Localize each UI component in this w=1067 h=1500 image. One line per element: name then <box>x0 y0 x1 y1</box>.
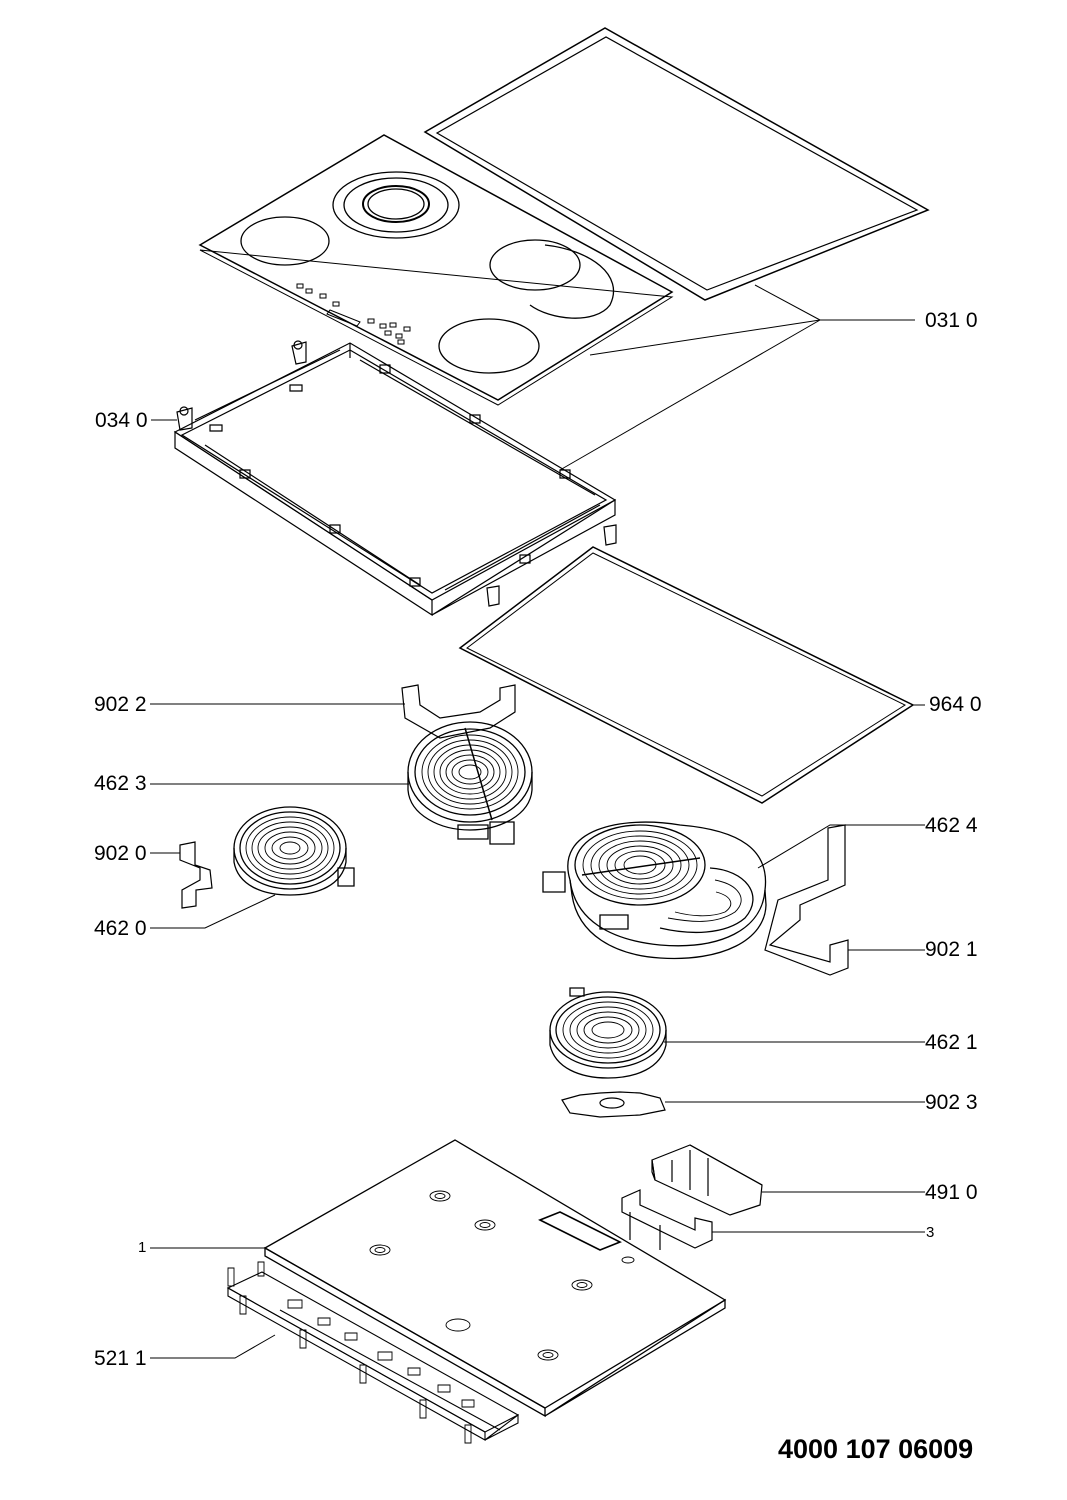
heater-element-462-1 <box>550 988 925 1078</box>
label-902-0: 902 0 <box>94 842 147 865</box>
heater-element-462-0 <box>150 807 354 928</box>
label-462-1: 462 1 <box>925 1031 978 1054</box>
heater-element-462-3 <box>150 722 532 844</box>
label-902-3: 902 3 <box>925 1091 978 1114</box>
heater-bracket-902-1 <box>765 825 925 975</box>
label-462-0: 462 0 <box>94 917 147 940</box>
leader-lines-031 <box>560 285 915 470</box>
label-902-1: 902 1 <box>925 938 978 961</box>
label-031-0: 031 0 <box>925 309 978 332</box>
glass-frame-seal <box>425 28 928 300</box>
label-034-0: 034 0 <box>95 409 148 432</box>
heater-bracket-902-2 <box>150 685 515 738</box>
label-902-2: 902 2 <box>94 693 147 716</box>
support-frame <box>175 343 615 615</box>
terminal-bracket <box>622 1190 925 1250</box>
heater-element-462-4 <box>543 822 925 958</box>
label-462-4: 462 4 <box>925 814 978 837</box>
terminal-box <box>652 1145 925 1215</box>
catalog-number: 4000 107 06009 <box>778 1434 974 1464</box>
heater-bracket-902-0 <box>150 842 212 908</box>
control-board <box>150 1262 518 1443</box>
label-521-1: 521 1 <box>94 1347 147 1370</box>
label-964-0: 964 0 <box>929 693 982 716</box>
cooking-zone-center-outer <box>333 172 459 238</box>
cooking-zone-oval-right <box>490 240 580 290</box>
label-462-3: 462 3 <box>94 772 147 795</box>
cooking-zone-front <box>439 319 539 373</box>
gasket <box>460 547 925 803</box>
mounting-clip <box>151 341 616 606</box>
label-491-0: 491 0 <box>925 1181 978 1204</box>
label-1: 1 <box>138 1239 147 1256</box>
cooking-zone-left <box>241 217 329 265</box>
heater-bracket-902-3 <box>562 1092 925 1117</box>
label-3: 3 <box>926 1224 935 1241</box>
touch-controls <box>297 284 410 344</box>
glass-ceramic-top <box>200 135 672 405</box>
base-tray <box>150 1140 725 1416</box>
